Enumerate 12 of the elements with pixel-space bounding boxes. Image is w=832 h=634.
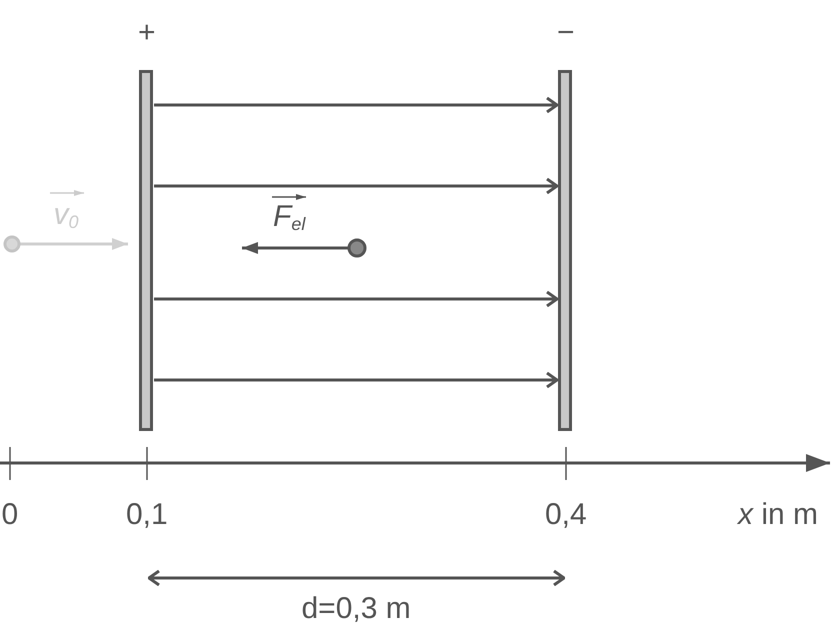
plate-sign: − <box>557 18 575 48</box>
dimension-label: d=0,3 m <box>302 592 411 626</box>
field-line-arrow <box>154 372 558 388</box>
plate-sign: + <box>138 18 156 48</box>
axis-tick-label: 0 <box>2 498 18 532</box>
field-line-arrow <box>154 290 558 308</box>
axis-title: x in m <box>738 498 818 532</box>
field-line-arrow <box>154 178 558 194</box>
axis-tick-label: 0,4 <box>545 498 587 532</box>
axis-tick-label: 0,1 <box>126 498 168 532</box>
field-line-arrow <box>154 96 558 114</box>
force-label: F$_{el}$ <box>273 200 306 236</box>
